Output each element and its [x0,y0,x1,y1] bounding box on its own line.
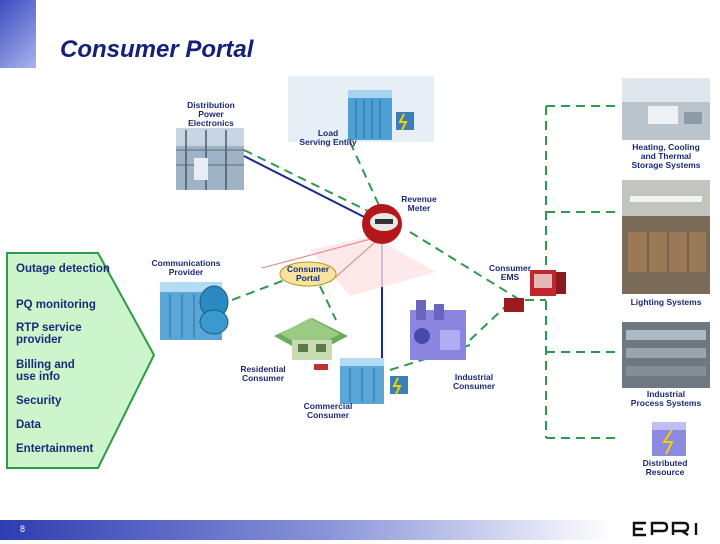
page-title: Consumer Portal [60,36,254,63]
page-number: 8 [20,524,26,534]
label-ems-2: EMS [501,272,520,282]
label-commercial-2: Consumer [307,410,350,420]
communications-building [160,282,229,340]
label-distribution-1: Distribution [187,100,235,110]
commercial-building [340,358,408,404]
label-comm-2: Provider [169,267,204,277]
label-meter-1: Revenue [401,194,437,204]
label-distribution-3: Electronics [188,118,234,128]
portal-ellipse [279,261,337,287]
label-lse-2: Serving Entity [299,137,356,147]
label-heating-3: Storage Systems [632,160,701,170]
industrial-factory [410,300,466,360]
heating-photo [622,78,710,140]
label-distributed-2: Resource [646,467,685,477]
service-billing: Billing and use info [16,359,75,383]
label-comm-1: Communications [152,258,221,268]
label-distributed-1: Distributed [643,458,688,468]
label-portal-2: Portal [296,273,320,283]
service-data: Data [16,419,41,431]
label-heating-2: and Thermal [641,151,692,161]
label-residential-1: Residential [240,364,285,374]
label-process-2: Process Systems [631,398,702,408]
label-process-1: Industrial [647,389,685,399]
label-industrial-2: Consumer [453,381,496,391]
label-industrial-1: Industrial [455,372,493,382]
pink-line-1 [261,235,383,269]
corner-accent [0,0,36,68]
service-pq-monitoring: PQ monitoring [16,299,96,311]
label-heating-1: Heating, Cooling [632,142,700,152]
power-line-distribution [243,155,383,227]
label-lse-1: Load [318,128,338,138]
lighting-photo [622,180,710,294]
label-residential-2: Consumer [242,373,285,383]
label-meter-2: Meter [408,203,431,213]
service-entertainment: Entertainment [16,443,94,455]
distributed-resource-icon [652,422,686,456]
revenue-meter [362,204,402,244]
epri-logo-mark [632,521,698,537]
label-distribution-2: Power [198,109,224,119]
portal-highlight [310,236,436,296]
label-ems-1: Consumer [489,263,532,273]
distribution-photo [176,128,244,190]
service-outage-detection: Outage detection [16,263,110,275]
industrial-process-photo [622,322,710,388]
services-panel: Outage detection PQ monitoring RTP servi… [6,252,156,470]
label-commercial-1: Commercial [304,401,353,411]
consumer-ems-device [504,270,566,312]
comm-line-lse [349,141,383,213]
service-security: Security [16,395,62,407]
pink-line-2 [329,235,383,283]
service-rtp-provider: RTP service provider [16,322,82,346]
residential-house [274,318,348,370]
comm-line-distribution [243,149,371,213]
label-portal-1: Consumer [287,264,330,274]
load-serving-building [348,90,414,140]
services-arrow [6,252,156,469]
footer-bar [0,520,720,540]
epri-logo [630,519,710,544]
label-lighting: Lighting Systems [631,297,702,307]
